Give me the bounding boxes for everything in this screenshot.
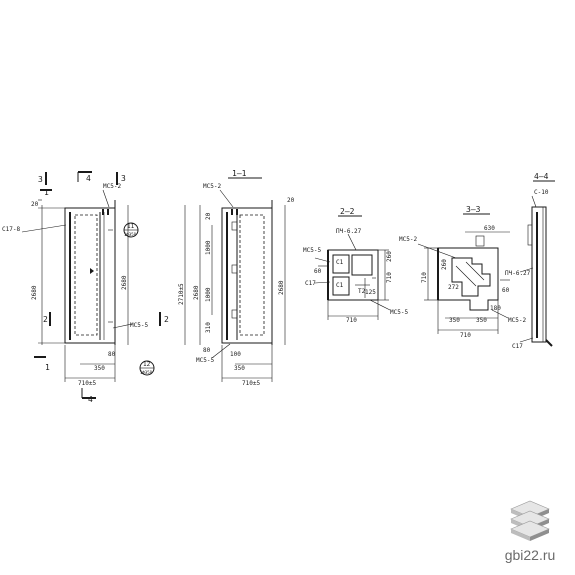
- dim-total-height: 2710±5: [178, 283, 185, 305]
- label-mc5-2-v2: МС5-2: [203, 183, 221, 190]
- brand-watermark: gbi22.ru: [495, 499, 565, 563]
- section-mark-3-left: 3: [38, 175, 43, 184]
- label-mc5-2-top: МС5-2: [399, 236, 417, 243]
- section-mark-2-right: 2: [164, 315, 169, 324]
- label-c17-v4: С17: [512, 343, 523, 350]
- dim-height-right: 2680: [121, 275, 128, 290]
- dim-2-2-125: 125: [365, 289, 376, 296]
- dim-top-20: 20: [205, 212, 212, 220]
- label-mc5-5-a: МС5-5: [303, 247, 321, 254]
- dim-80-2: 80: [203, 347, 211, 354]
- dim-height-right-2: 2680: [278, 280, 285, 295]
- stacked-slabs-icon: [510, 500, 550, 541]
- section-mark-4-bottom: 4: [88, 395, 93, 404]
- view-front-elevation: 2680 2680 20 710±5 350 80 3 3 4 4 2 2 1 …: [2, 171, 169, 404]
- callout-12-number: 12: [143, 361, 151, 368]
- dim-100: 100: [230, 351, 241, 358]
- label-mc5-5: МС5-5: [130, 322, 148, 329]
- section-mark-2-left: 2: [43, 315, 48, 324]
- label-mc5-5-v2: МС5-5: [196, 357, 214, 364]
- dim-3-3-180: 180: [490, 305, 501, 312]
- label-c-10: С-10: [534, 189, 549, 196]
- callout-12-mark: 1ФЭ58: [140, 370, 153, 375]
- dim-80: 80: [108, 351, 116, 358]
- dim-3-3-272: 272: [448, 284, 459, 291]
- dim-width: 710±5: [78, 380, 96, 387]
- title-section-3-3: 3—3: [466, 205, 481, 214]
- label-c1-bottom: С1: [336, 282, 344, 289]
- label-t2: Т2: [358, 288, 366, 295]
- view-4-4: 4—4 С-10 ПЧ-6.27 С17: [505, 172, 555, 350]
- brand-text: gbi22.ru: [504, 547, 556, 563]
- dim-top-small: 20: [31, 201, 39, 208]
- label-c17-8: С17-8: [2, 226, 20, 233]
- section-mark-4-top: 4: [86, 174, 91, 183]
- dim-3-3-60: 60: [502, 287, 510, 294]
- callout-11-mark: 1ФЭ58: [124, 232, 137, 237]
- label-c17-a: С17: [305, 280, 316, 287]
- dim-height-left: 2680: [31, 285, 38, 300]
- section-2-2: 2—2 710 710 260 60 125 ПЧ-6.27 МС5-5 С17…: [303, 207, 408, 324]
- label-mc5-5-b: МС5-5: [390, 309, 408, 316]
- label-pch-6-27: ПЧ-6.27: [336, 228, 362, 235]
- section-mark-1-top: 1: [44, 188, 49, 197]
- dim-right-20: 20: [287, 197, 295, 204]
- dim-1000-upper: 1000: [205, 240, 212, 255]
- label-mc5-2-bottom: МС5-2: [508, 317, 526, 324]
- label-c1-top: С1: [336, 259, 344, 266]
- dim-side-310: 310: [205, 322, 212, 333]
- title-section-2-2: 2—2: [340, 207, 355, 216]
- dim-3-3-630: 630: [484, 225, 495, 232]
- label-pch-6-27-v4: ПЧ-6.27: [505, 270, 531, 277]
- dim-1000-lower: 1000: [205, 287, 212, 302]
- dim-2-2-width: 710: [346, 317, 357, 324]
- section-mark-3-right: 3: [121, 174, 126, 183]
- dim-3-3-350-b: 350: [476, 317, 487, 324]
- dim-350-2: 350: [234, 365, 245, 372]
- section-mark-1-bottom: 1: [45, 363, 50, 372]
- callout-11-number: 11: [127, 223, 135, 230]
- dim-350: 350: [94, 365, 105, 372]
- dim-3-3-710-h: 710: [460, 332, 471, 339]
- dim-2-2-60: 60: [314, 268, 322, 275]
- dim-3-3-350-a: 350: [449, 317, 460, 324]
- dim-3-3-260: 260: [441, 259, 448, 270]
- dim-2-2-260: 260: [386, 251, 393, 262]
- dim-3-3-710-v: 710: [421, 272, 428, 283]
- view-section-1-1: 1—1 2710±5 2680 1000 1000 20 310 2680 20…: [178, 169, 295, 387]
- section-3-3: 3—3 630 710 260 350 350 710 60 272 180 М…: [399, 205, 526, 339]
- label-mc5-2: МС5-2: [103, 183, 121, 190]
- dim-width-2: 710±5: [242, 380, 260, 387]
- dim-2-2-height: 710: [386, 272, 393, 283]
- dim-height-inner: 2680: [193, 285, 200, 300]
- title-section-1-1: 1—1: [232, 169, 247, 178]
- title-view-4-4: 4—4: [534, 172, 549, 181]
